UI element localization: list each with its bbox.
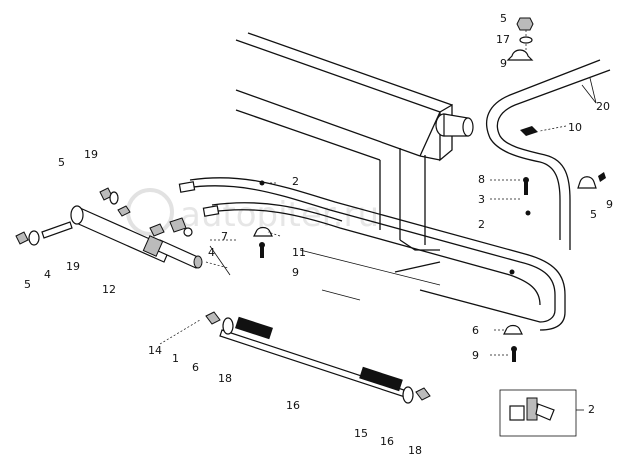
- callout-6-left: 1: [172, 352, 179, 365]
- callout-16-left: 18: [218, 372, 232, 385]
- callout-12: 19: [66, 260, 80, 273]
- callout-17: 17: [496, 33, 510, 46]
- callout-10: 10: [568, 121, 582, 134]
- callout-19-lower: 4: [44, 268, 51, 281]
- callout-18-left: 6: [192, 361, 199, 374]
- callout-19-upper: 5: [58, 156, 65, 169]
- callout-11: 7: [221, 230, 228, 243]
- callout-9-right: 5: [590, 208, 597, 221]
- cylinder-pin-hardware: [15, 187, 131, 246]
- callout-9-lower: 6: [472, 324, 479, 337]
- callout-4-upper: 19: [84, 148, 98, 161]
- callout-labels: 5 17 9 20 10 8 3 5 9 2 5 19 4 7 11 9 2 5…: [24, 12, 613, 457]
- callout-15: 16: [286, 399, 300, 412]
- callout-6-right: 18: [408, 444, 422, 457]
- callout-16-right: 15: [354, 427, 368, 440]
- lower-clamp: [503, 324, 523, 362]
- callout-9-top: 9: [500, 57, 507, 70]
- frame-beam: [235, 32, 538, 301]
- callout-2-mid: 9: [292, 266, 299, 279]
- hydraulic-cylinder: [70, 205, 203, 269]
- clamp-hardware-stack: [506, 17, 534, 61]
- right-clamp: [523, 172, 606, 195]
- hydraulic-hose-pair: [178, 59, 611, 331]
- middle-clamp: [253, 226, 273, 258]
- callout-9-mid: 11: [292, 246, 306, 259]
- sensor-kit-inset: [499, 389, 584, 437]
- callout-14: 12: [102, 283, 116, 296]
- callout-3: 3: [478, 193, 485, 206]
- callout-5-top: 5: [500, 12, 507, 25]
- callout-7: 4: [208, 246, 215, 259]
- threaded-rod-assembly: [159, 311, 431, 404]
- callout-13: 2: [588, 403, 595, 416]
- callout-18-right: 16: [380, 435, 394, 448]
- callout-20: 20: [596, 100, 610, 113]
- callout-2-right: 9: [606, 198, 613, 211]
- callout-5-right: 2: [478, 218, 485, 231]
- nut-markers: [259, 180, 531, 275]
- leader-lines: [205, 77, 597, 356]
- callout-2-lower: 9: [472, 349, 479, 362]
- callout-8: 8: [478, 173, 485, 186]
- callout-4-lower: 5: [24, 278, 31, 291]
- callout-1: 14: [148, 344, 162, 357]
- callout-5-mid: 2: [292, 175, 299, 188]
